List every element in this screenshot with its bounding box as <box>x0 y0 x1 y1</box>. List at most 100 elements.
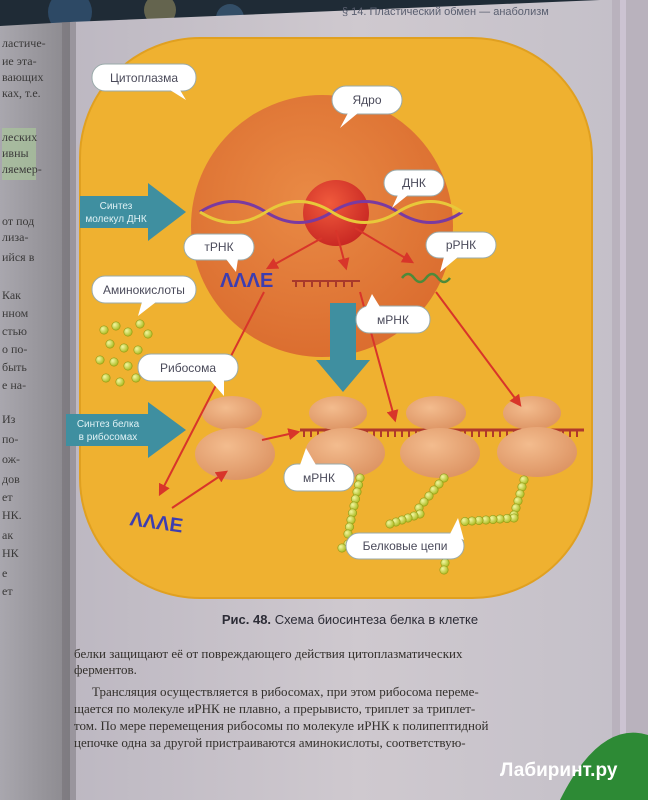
callout-ribosome: Рибосома <box>137 353 239 396</box>
amino-acid-bead <box>429 485 439 495</box>
amino-acid-bead <box>143 329 153 339</box>
callout-mrna-bottom: мРНК <box>283 448 355 492</box>
svg-text:мРНК: мРНК <box>377 313 409 327</box>
figure-caption: Рис. 48. Схема биосинтеза белка в клетке <box>140 612 560 627</box>
left-page-fragment: стью <box>2 324 28 338</box>
rrna-wave <box>401 272 451 284</box>
svg-text:рРНК: рРНК <box>446 238 476 252</box>
left-page-fragment: ляемер- <box>2 162 42 176</box>
export-arrow <box>316 303 370 392</box>
amino-acid-bead <box>439 473 449 483</box>
arrow-rrna-to-ribo3 <box>435 291 522 407</box>
callout-protein-chains: Белковые цепи <box>345 518 465 560</box>
arrow-dna-label-2: молекул ДНК <box>85 214 146 225</box>
amino-acid-bead <box>133 345 143 355</box>
left-page-fragment: ийся в <box>2 250 35 264</box>
arrow-ribo-to-mrna <box>261 428 301 441</box>
paragraph-line: щается по молекуле иРНК не плавно, а пре… <box>74 701 476 716</box>
svg-text:Белковые цепи: Белковые цепи <box>363 539 448 553</box>
left-page-fragment: ивны <box>2 146 29 160</box>
arrow-free-to-ribosome <box>171 470 228 509</box>
arrow-to-rrna <box>354 227 415 264</box>
amino-acid-bead <box>111 321 121 331</box>
amino-acid-bead <box>131 373 141 383</box>
arrow-to-trna <box>265 237 323 270</box>
amino-acid-bead <box>135 319 145 329</box>
left-page-fragment: ках, т.е. <box>2 86 41 100</box>
callout-rrna: рРНК <box>425 231 497 272</box>
left-page-fragment: ие эта- <box>2 54 37 68</box>
left-page-fragment: Из <box>2 412 16 426</box>
svg-text:Рибосома: Рибосома <box>160 361 216 375</box>
svg-text:Цитоплазма: Цитоплазма <box>110 71 178 85</box>
left-page-fragment: дов <box>2 472 20 486</box>
paragraph-line: цепочке одна за другой пристраиваются ам… <box>74 735 466 750</box>
amino-acid-bead <box>439 565 449 575</box>
arrow-dna-label-1: Синтез <box>100 201 133 212</box>
svg-text:ДНК: ДНК <box>402 176 426 190</box>
paragraph-line: ферментов. <box>74 662 137 677</box>
left-page-fragment: ак <box>2 528 14 542</box>
trna-glyph-nucleus: ΛΛΛΕ <box>220 270 273 292</box>
arrow-protein-label-2: в рибосомах <box>79 431 138 443</box>
callout-cytoplasm: Цитоплазма <box>91 63 197 100</box>
callout-dna: ДНК <box>383 169 445 208</box>
dna-strand-2 <box>199 200 463 224</box>
paragraph-line: белки защищают её от повреждающего дейст… <box>74 646 463 661</box>
svg-text:Ядро: Ядро <box>352 93 381 107</box>
callout-mrna-top: мРНК <box>355 294 431 334</box>
amino-acid-bead <box>99 325 109 335</box>
paragraph-line: Трансляция осуществляется в рибосомах, п… <box>92 684 479 699</box>
amino-acid-bead <box>385 519 395 529</box>
amino-acid-bead <box>95 355 105 365</box>
amino-acid-bead <box>424 491 434 501</box>
watermark-text: Лабиринт.ру <box>500 760 618 781</box>
figure-label: Рис. 48. <box>221 612 272 627</box>
ribosome-free <box>195 396 275 480</box>
left-page-fragment: быть <box>2 360 27 374</box>
left-page-fragment: ет <box>2 490 13 504</box>
amino-acid-bead <box>434 479 444 489</box>
callout-nucleus: Ядро <box>331 85 403 128</box>
arrow-to-mrna <box>335 229 350 271</box>
amino-acid-bead <box>105 339 115 349</box>
left-page-fragment: НК <box>2 546 19 560</box>
figure-title: Схема биосинтеза белка в клетке <box>274 612 479 627</box>
amino-acid-bead <box>101 373 111 383</box>
svg-text:мРНК: мРНК <box>303 471 335 485</box>
arrow-trna-to-free <box>158 291 265 497</box>
arrow-protein-synthesis <box>66 402 186 458</box>
left-page-fragment: ет <box>2 584 13 598</box>
arrow-dna-synthesis <box>80 183 186 241</box>
svg-text:Аминокислоты: Аминокислоты <box>103 283 185 297</box>
left-page-fragment: нном <box>2 306 29 320</box>
left-page-fragment: лиза- <box>2 230 29 244</box>
left-page-fragment: ож- <box>2 452 20 466</box>
amino-acid-bead <box>419 497 429 507</box>
amino-acid-bead <box>115 377 125 387</box>
left-page-fragment: ластиче- <box>2 36 46 50</box>
left-page-fragment: вающих <box>2 70 44 84</box>
amino-acid-bead <box>337 543 347 553</box>
running-header: § 14. Пластический обмен — анаболизм <box>342 6 549 18</box>
left-page-fragment: о по- <box>2 342 28 356</box>
left-page-fragment: Как <box>2 288 22 302</box>
amino-acid-bead <box>460 516 470 526</box>
left-page-fragment: НК. <box>2 508 22 522</box>
left-page-fragment: от под <box>2 214 35 228</box>
amino-acid-bead <box>123 327 133 337</box>
mrna-comb-nucleus <box>292 280 360 287</box>
amino-acid-bead <box>109 357 119 367</box>
arrow-protein-label-1: Синтез белка <box>77 418 140 430</box>
ribosome-2 <box>400 396 480 478</box>
amino-acid-bead <box>119 343 129 353</box>
left-page-fragment: е на- <box>2 378 27 392</box>
left-page-fragment: е <box>2 566 8 580</box>
left-page-fragment: по- <box>2 432 19 446</box>
left-page-fragment: леских <box>2 130 38 144</box>
paragraph-line: том. По мере перемещения рибосомы по мол… <box>74 718 489 733</box>
callout-amino-acids: Аминокислоты <box>91 275 197 316</box>
callout-trna: тРНК <box>183 233 255 272</box>
